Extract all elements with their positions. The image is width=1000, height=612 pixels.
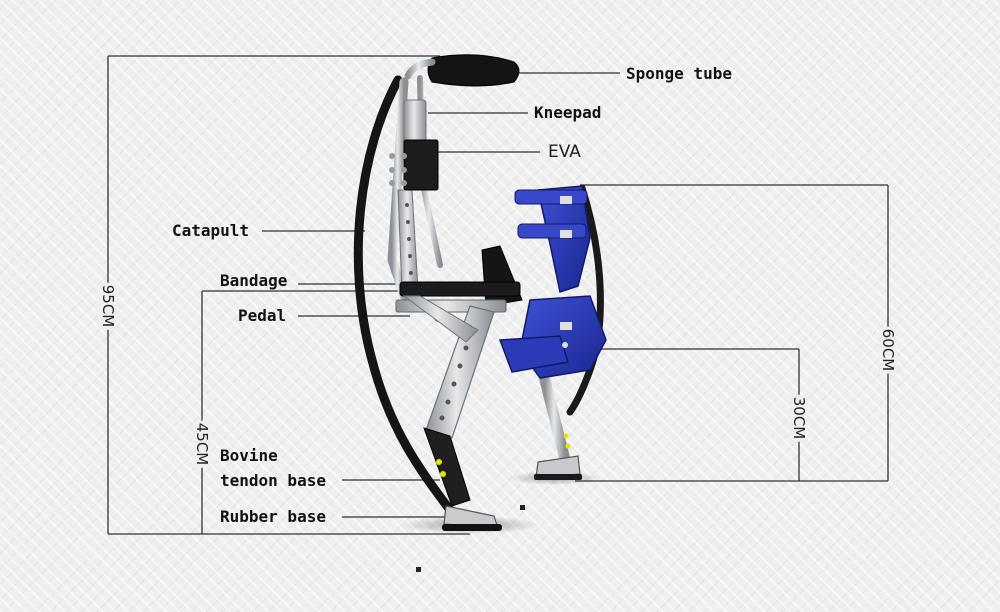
bandage-strap bbox=[481, 245, 523, 307]
blue-stilt-leg bbox=[539, 374, 571, 466]
label-bovine-line2: tendon base bbox=[220, 471, 326, 490]
eva-plate bbox=[403, 139, 439, 191]
bandage-band bbox=[399, 281, 521, 297]
catapult-bow bbox=[353, 75, 455, 515]
blue-stilt bbox=[498, 184, 607, 480]
dim-label-60cm: 60CM bbox=[879, 326, 897, 374]
blue-shin-guard bbox=[537, 185, 591, 293]
label-catapult: Catapult bbox=[172, 221, 250, 240]
label-bovine-line1: Bovine bbox=[220, 446, 278, 465]
label-bandage: Bandage bbox=[220, 271, 288, 290]
dimension-lines bbox=[107, 55, 889, 535]
bovine-tendon-base bbox=[423, 427, 471, 507]
label-kneepad: Kneepad bbox=[534, 103, 602, 122]
dim-label-30cm: 30CM bbox=[790, 394, 808, 442]
dim-label-45cm: 45CM bbox=[193, 420, 211, 468]
blue-strap-top bbox=[514, 189, 588, 205]
kneepad-bracket bbox=[403, 99, 427, 143]
blue-strap-mid bbox=[517, 223, 587, 239]
label-sponge-tube: Sponge tube bbox=[626, 64, 732, 83]
lower-leg-tube bbox=[425, 305, 495, 439]
speck-1 bbox=[520, 505, 525, 510]
sponge-tube bbox=[427, 54, 520, 87]
shin-lever bbox=[402, 295, 479, 343]
dim-label-95cm: 95CM bbox=[99, 282, 117, 330]
leader-lines bbox=[262, 72, 620, 518]
speck-2 bbox=[416, 567, 421, 572]
label-rubber-base: Rubber base bbox=[220, 507, 326, 526]
rubber-sole bbox=[442, 524, 502, 531]
blue-pedal bbox=[498, 335, 569, 373]
silver-stilt bbox=[353, 54, 523, 531]
label-pedal: Pedal bbox=[238, 306, 287, 325]
label-eva: EVA bbox=[548, 142, 581, 162]
